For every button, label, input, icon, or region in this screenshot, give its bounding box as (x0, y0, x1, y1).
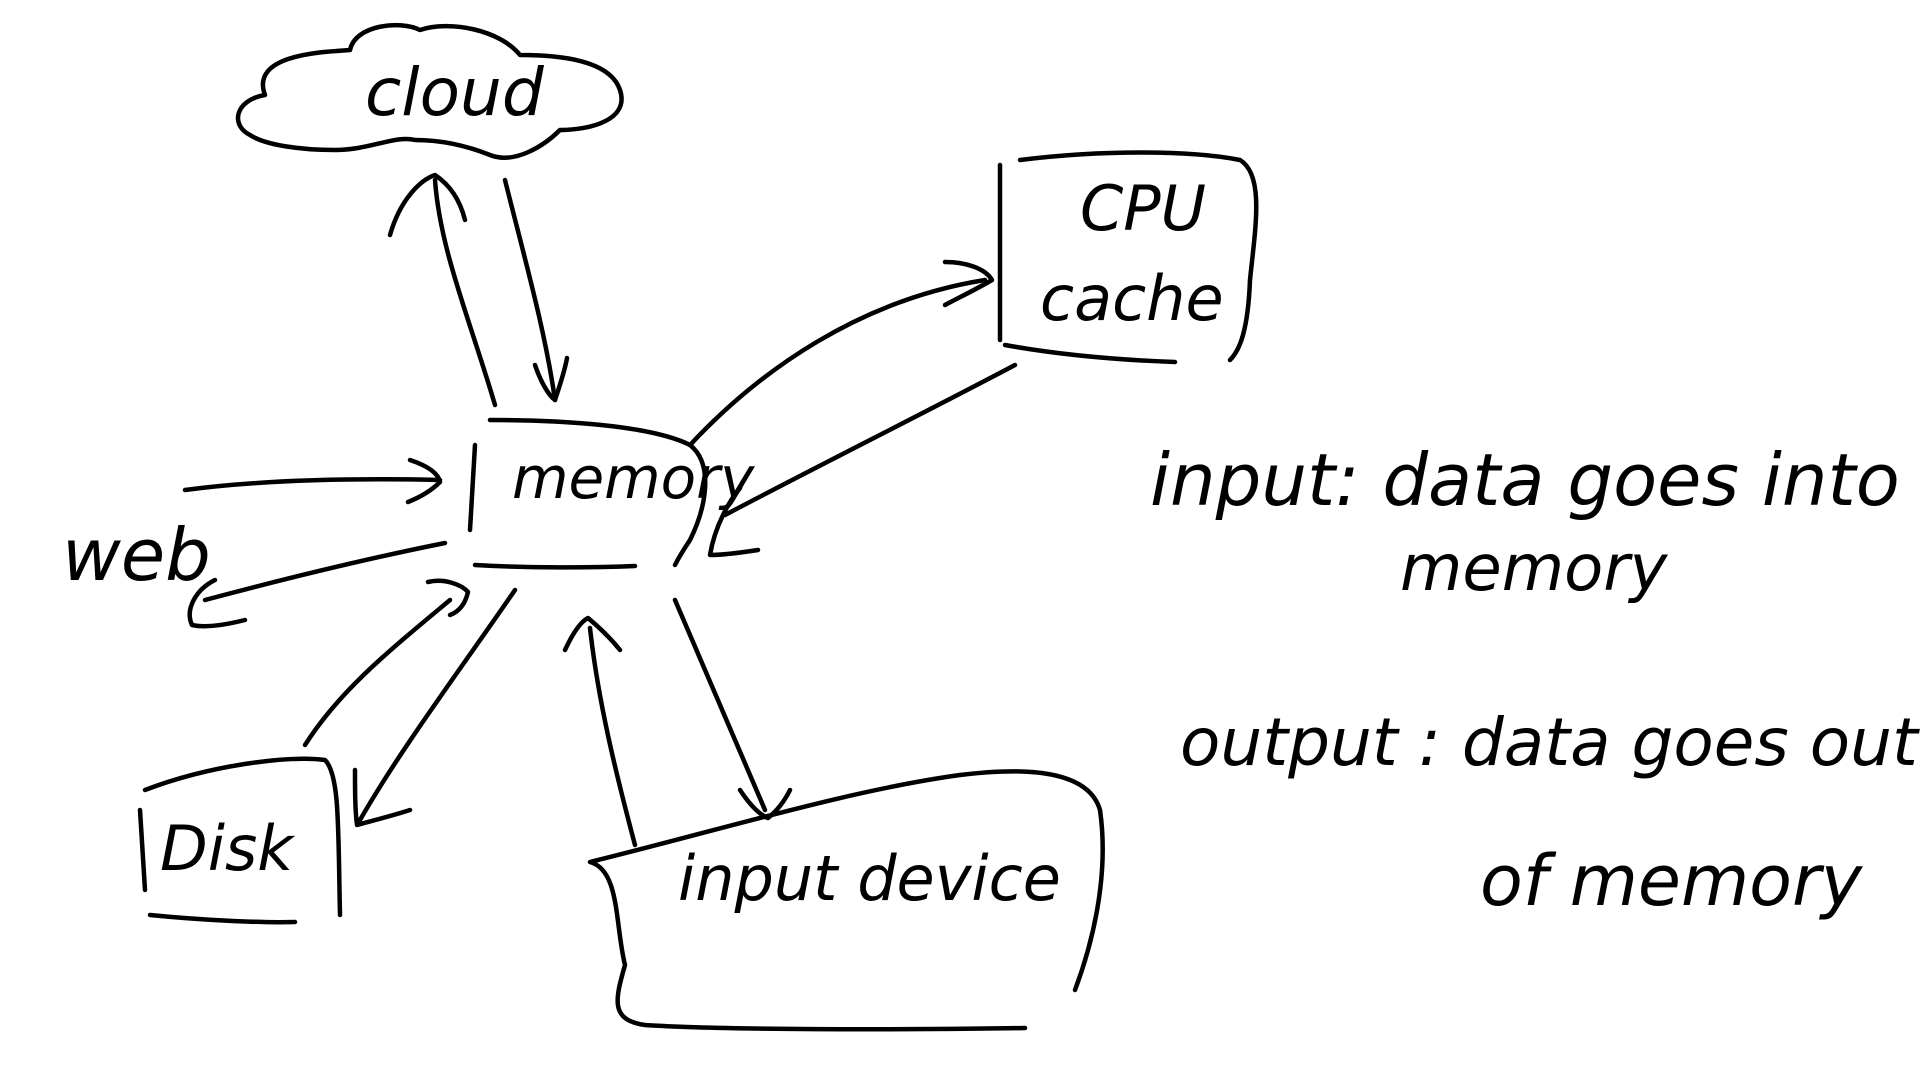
input-definition-note: input: data goes into memory (1150, 438, 1900, 606)
memory-label: memory (512, 444, 755, 512)
web-label: web (62, 513, 211, 597)
input-device-label: input device (678, 842, 1061, 915)
output-note-line2: of memory (1480, 840, 1864, 922)
arrow-disk-to-memory (302, 578, 471, 748)
output-note-line1: output : data goes out (1180, 704, 1920, 781)
output-definition-note: output : data goes out of memory (1180, 704, 1920, 922)
cpu-cache-node: CPU cache (997, 150, 1259, 365)
arrowhead (707, 485, 761, 558)
arrowhead (187, 577, 248, 629)
arrow-cloud-to-memory (502, 177, 570, 403)
arrow-memory-to-cloud (387, 172, 498, 408)
memory-box (467, 417, 708, 570)
arrow-memory-to-web (187, 540, 448, 629)
arrowhead (737, 787, 793, 821)
arrowhead (425, 578, 471, 618)
disk-label: Disk (160, 812, 295, 885)
memory-node: memory (467, 417, 755, 570)
arrow-memory-to-input-device (672, 597, 793, 821)
arrowhead (562, 615, 623, 653)
arrowhead (387, 172, 468, 238)
arrow-cpu-cache-to-memory (707, 362, 1018, 558)
arrow-input-device-to-memory (562, 615, 638, 848)
input-device-node: input device (587, 769, 1105, 1032)
cloud-node: cloud (235, 22, 624, 160)
cpu-cache-box (997, 150, 1259, 365)
cloud-shape (235, 22, 624, 160)
arrowhead (352, 767, 413, 828)
cpu-cache-label-line1: CPU (1080, 172, 1206, 245)
disk-node: Disk (137, 756, 343, 925)
arrowhead (405, 457, 443, 505)
input-note-line1: input: data goes into (1150, 438, 1900, 522)
arrowhead (942, 259, 995, 308)
input-note-line2: memory (1400, 532, 1669, 606)
cpu-cache-label-line2: cache (1040, 262, 1224, 335)
cloud-label: cloud (365, 54, 545, 131)
web-node: web (62, 513, 211, 597)
arrowhead (532, 355, 570, 403)
arrow-memory-to-cpu-cache (687, 259, 995, 448)
input-device-box (587, 769, 1105, 1032)
arrow-memory-to-disk (352, 587, 518, 828)
disk-box (137, 756, 343, 925)
arrow-web-to-memory (182, 457, 443, 505)
